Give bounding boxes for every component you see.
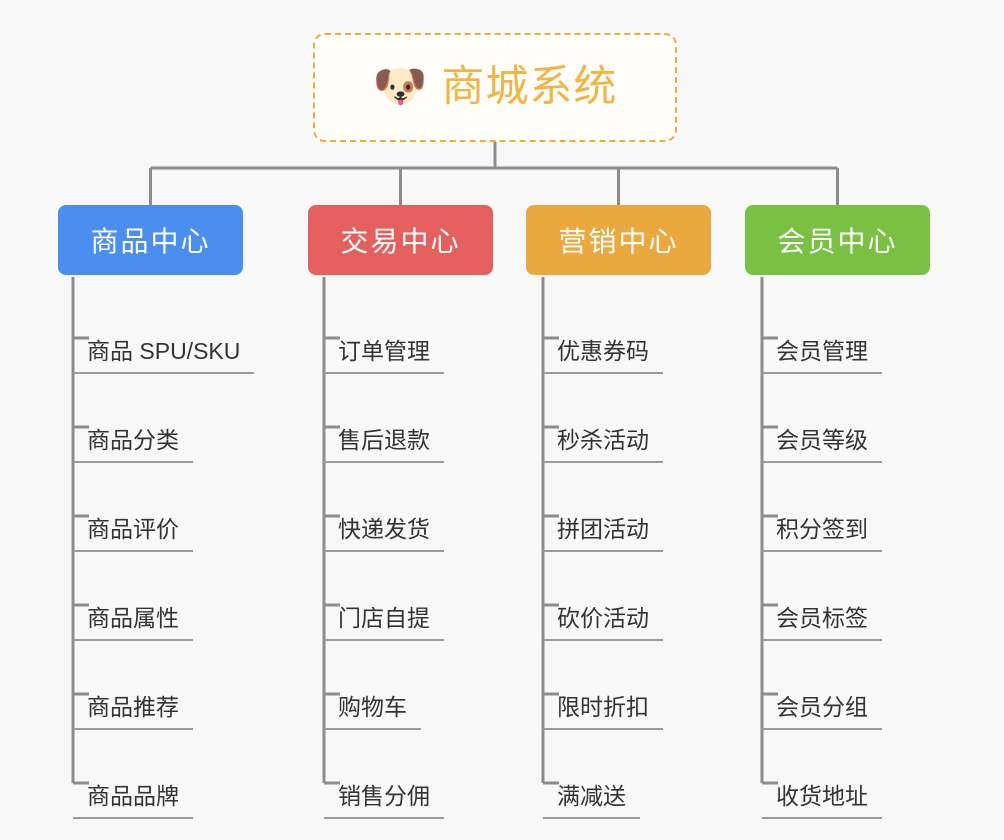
category-column-marketing-center: 营销中心优惠券码秒杀活动拼团活动砍价活动限时折扣满减送 (526, 205, 711, 819)
root-node-title: 商城系统 (441, 63, 618, 111)
category-column-member-center: 会员中心会员管理会员等级积分签到会员标签会员分组收货地址 (745, 205, 930, 819)
leaf-item-label: 会员分组 (762, 694, 882, 730)
leaf-item[interactable]: 门店自提 (324, 552, 444, 641)
leaf-item-label: 门店自提 (324, 605, 444, 641)
leaf-item-label: 会员管理 (762, 338, 882, 374)
leaf-item-label: 商品 SPU/SKU (73, 338, 255, 374)
leaf-item[interactable]: 会员等级 (762, 374, 882, 463)
category-header-member-center[interactable]: 会员中心 (745, 205, 930, 275)
leaf-item[interactable]: 售后退款 (324, 374, 444, 463)
leaf-item-label: 商品推荐 (73, 694, 193, 730)
leaf-item[interactable]: 商品 SPU/SKU (73, 285, 255, 374)
leaf-item[interactable]: 秒杀活动 (543, 374, 663, 463)
leaf-item[interactable]: 积分签到 (762, 463, 882, 552)
leaf-item-label: 会员等级 (762, 427, 882, 463)
leaf-item[interactable]: 优惠券码 (543, 285, 663, 374)
category-header-product-center[interactable]: 商品中心 (58, 205, 243, 275)
leaf-item[interactable]: 销售分佣 (324, 730, 444, 819)
leaf-item-label: 限时折扣 (543, 694, 663, 730)
leaf-item-label: 优惠券码 (543, 338, 663, 374)
leaf-item-label: 商品属性 (73, 605, 193, 641)
category-column-product-center: 商品中心商品 SPU/SKU 商品分类商品评价商品属性商品推荐商品品牌 (58, 205, 255, 819)
leaf-item-label: 售后退款 (324, 427, 444, 463)
category-header-marketing-center[interactable]: 营销中心 (526, 205, 711, 275)
category-column-trade-center: 交易中心订单管理售后退款快递发货门店自提购物车销售分佣 (308, 205, 493, 819)
leaf-item-label: 订单管理 (324, 338, 444, 374)
leaf-item[interactable]: 拼团活动 (543, 463, 663, 552)
leaf-item-label: 积分签到 (762, 516, 882, 552)
leaf-item[interactable]: 商品推荐 (73, 641, 193, 730)
leaf-item-label: 收货地址 (762, 783, 882, 819)
leaf-item-label: 砍价活动 (543, 605, 663, 641)
leaf-item[interactable]: 满减送 (543, 730, 640, 819)
leaf-item[interactable]: 商品品牌 (73, 730, 193, 819)
category-header-trade-center[interactable]: 交易中心 (308, 205, 493, 275)
shiba-dog-icon: 🐶 (372, 61, 428, 111)
leaf-item-label: 拼团活动 (543, 516, 663, 552)
leaf-item-label: 秒杀活动 (543, 427, 663, 463)
leaf-item-label: 满减送 (543, 783, 640, 819)
root-node-mall-system[interactable]: 🐶 商城系统 (313, 33, 677, 142)
leaf-item-label: 商品评价 (73, 516, 193, 552)
leaf-item[interactable]: 商品属性 (73, 552, 193, 641)
leaf-item[interactable]: 购物车 (324, 641, 421, 730)
leaf-item[interactable]: 收货地址 (762, 730, 882, 819)
leaf-item-label: 会员标签 (762, 605, 882, 641)
leaf-item[interactable]: 会员标签 (762, 552, 882, 641)
leaf-item[interactable]: 会员分组 (762, 641, 882, 730)
leaf-item[interactable]: 商品分类 (73, 374, 193, 463)
leaf-item[interactable]: 商品评价 (73, 463, 193, 552)
leaf-item-label: 购物车 (324, 694, 421, 730)
leaf-item[interactable]: 订单管理 (324, 285, 444, 374)
leaf-item[interactable]: 快递发货 (324, 463, 444, 552)
leaf-item[interactable]: 会员管理 (762, 285, 882, 374)
leaf-item-label: 快递发货 (324, 516, 444, 552)
leaf-item-label: 销售分佣 (324, 783, 444, 819)
leaf-item[interactable]: 砍价活动 (543, 552, 663, 641)
leaf-item-label: 商品品牌 (73, 783, 193, 819)
leaf-item-label: 商品分类 (73, 427, 193, 463)
leaf-item[interactable]: 限时折扣 (543, 641, 663, 730)
